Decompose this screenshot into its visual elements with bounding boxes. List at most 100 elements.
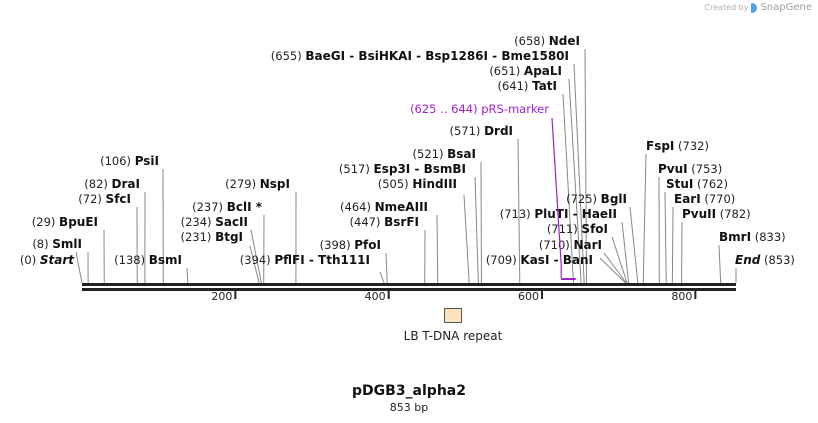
site-label-end[interactable]: End (853): [735, 253, 795, 267]
site-enzyme-name: HindIII: [412, 177, 457, 191]
legend-label-lb-tdna-repeat: LB T-DNA repeat: [403, 329, 503, 343]
site-label-apali[interactable]: (651) ApaLI: [489, 64, 562, 78]
site-leader-lines: [75, 48, 737, 284]
site-enzyme-name: PluTI - HaeII: [534, 207, 617, 221]
site-label-bcli[interactable]: (237) BclI *: [192, 200, 263, 214]
site-position: (234): [181, 215, 216, 229]
site-position: (517): [339, 162, 374, 176]
site-label-nspi[interactable]: (279) NspI: [225, 177, 290, 191]
features: (625 .. 644) pRS-marker: [410, 102, 576, 280]
site-label-hindiii[interactable]: (505) HindIII: [378, 177, 457, 191]
site-label-nari[interactable]: (710) NarI: [539, 238, 602, 252]
svg-text:(655) BaeGI - BsiHKAI - B: (655) BaeGI - BsiHKAI - Bsp1286I - Bme15…: [271, 49, 569, 63]
site-label-sacii[interactable]: (234) SacII: [181, 215, 248, 229]
site-label-esp3i-bsmbi[interactable]: (517) Esp3I - BsmBI: [339, 162, 466, 176]
svg-text:FspI (732): FspI (732): [646, 139, 709, 153]
site-label-kasi-bani[interactable]: (709) KasI - BanI: [486, 253, 593, 267]
site-enzyme-name: StuI: [666, 177, 693, 191]
site-enzyme-name: PfoI: [354, 238, 381, 252]
site-line-esp3i-bsmbi: [474, 176, 479, 284]
site-enzyme-name: NarI: [573, 238, 602, 252]
svg-text:PvuII (782): PvuII (782): [682, 207, 751, 221]
site-position: (711): [547, 222, 582, 236]
site-position: (394): [240, 253, 275, 267]
site-label-pvuii[interactable]: PvuII (782): [682, 207, 751, 221]
site-label-stui[interactable]: StuI (762): [666, 177, 728, 191]
site-label-nmeaiii[interactable]: (464) NmeAIII: [340, 200, 428, 214]
ruler-tick: [387, 291, 390, 299]
site-line-pluti-haeii: [621, 221, 630, 284]
site-enzyme-name: ApaLI: [524, 64, 562, 78]
site-line-ndei: [584, 48, 587, 284]
site-label-pflfi-tth111i[interactable]: (394) PflFI - Tth111I: [240, 253, 370, 267]
site-line-baegi-bsihkai-bsp1286i-bme1580i: [573, 63, 585, 284]
site-label-sfci[interactable]: (72) SfcI: [78, 192, 131, 206]
site-label-bsrfi[interactable]: (447) BsrFI: [350, 215, 419, 229]
svg-text:BmrI (833): BmrI (833): [719, 230, 786, 244]
site-label-bsai[interactable]: (521) BsaI: [413, 147, 476, 161]
svg-text:(234) SacII: (234) SacII: [181, 215, 248, 229]
svg-text:(106) PsiI: (106) PsiI: [100, 154, 159, 168]
map-title: pDGB3_alpha2: [352, 383, 466, 399]
site-enzyme-name: PvuII: [682, 207, 716, 221]
site-label-btgi[interactable]: (231) BtgI: [180, 230, 243, 244]
site-label-sfoi[interactable]: (711) SfoI: [547, 222, 608, 236]
feature-bar-prs-marker[interactable]: [561, 278, 576, 280]
legend-swatch-lb-tdna-repeat: [444, 308, 462, 323]
site-enzyme-name: TatI: [532, 79, 557, 93]
site-label-bgli[interactable]: (725) BglI: [566, 192, 627, 206]
site-enzyme-name: NmeAIII: [375, 200, 428, 214]
snapgene-logo-icon: [751, 2, 758, 13]
site-enzyme-name: PsiI: [135, 154, 159, 168]
site-enzyme-name: NdeI: [549, 34, 580, 48]
site-position: (505): [378, 177, 413, 191]
site-position: (762): [693, 177, 728, 191]
svg-text:StuI (762): StuI (762): [666, 177, 728, 191]
site-line-tati: [562, 93, 574, 284]
site-position: (72): [78, 192, 105, 206]
svg-text:(398) PfoI: (398) PfoI: [320, 238, 381, 252]
site-enzyme-name: BsaI: [447, 147, 476, 161]
svg-text:End (853): End (853): [735, 253, 795, 267]
site-enzyme-name: Esp3I - BsmBI: [374, 162, 466, 176]
site-label-bmri[interactable]: BmrI (833): [719, 230, 786, 244]
site-line-sacii: [250, 229, 262, 284]
site-line-nari: [603, 252, 627, 284]
site-label-drai[interactable]: (82) DraI: [84, 177, 140, 191]
site-label-psii[interactable]: (106) PsiI: [100, 154, 159, 168]
site-position: (8): [32, 237, 52, 251]
site-label-eari[interactable]: EarI (770): [674, 192, 735, 206]
ruler-tick-label: 400: [365, 290, 386, 303]
site-enzyme-name: BsrFI: [384, 215, 419, 229]
site-label-baegi-bsihkai-bsp1286i-bme1580i[interactable]: (655) BaeGI - BsiHKAI - Bsp1286I - Bme15…: [271, 49, 569, 63]
site-enzyme-name: BglI: [601, 192, 627, 206]
site-label-start[interactable]: (0) Start: [20, 253, 75, 267]
svg-text:(464) NmeAIII: (464) NmeAIII: [340, 200, 428, 214]
site-enzyme-name: SfoI: [581, 222, 608, 236]
credit-prefix: Created by: [704, 3, 749, 12]
svg-text:(713) PluTI - HaeII: (713) PluTI - HaeII: [500, 207, 617, 221]
site-label-tati[interactable]: (641) TatI: [497, 79, 557, 93]
site-position: (521): [413, 147, 448, 161]
site-position: (106): [100, 154, 135, 168]
credit-brand: SnapGene: [760, 2, 812, 13]
site-label-pvui[interactable]: PvuI (753): [658, 162, 722, 176]
site-label-bpuei[interactable]: (29) BpuEI: [32, 215, 98, 229]
site-label-fspi[interactable]: FspI (732): [646, 139, 709, 153]
svg-text:(72) SfcI: (72) SfcI: [78, 192, 131, 206]
site-line-bgli: [629, 206, 639, 284]
site-label-drdi[interactable]: (571) DrdI: [449, 124, 513, 138]
site-label-smli[interactable]: (8) SmlI: [32, 237, 82, 251]
site-label-pfoi[interactable]: (398) PfoI: [320, 238, 381, 252]
ruler-tick: [541, 291, 544, 299]
ruler-tick-label: 200: [211, 290, 232, 303]
site-label-ndei[interactable]: (658) NdeI: [514, 34, 580, 48]
site-label-bsmi[interactable]: (138) BsmI: [114, 253, 182, 267]
site-enzyme-name: BsmI: [149, 253, 182, 267]
site-line-sfoi: [611, 236, 628, 284]
site-position: (853): [760, 253, 795, 267]
site-label-pluti-haeii[interactable]: (713) PluTI - HaeII: [500, 207, 617, 221]
feature-label-prs-marker[interactable]: (625 .. 644) pRS-marker: [410, 102, 549, 116]
site-line-bmri: [718, 244, 722, 284]
svg-text:(521) BsaI: (521) BsaI: [413, 147, 476, 161]
